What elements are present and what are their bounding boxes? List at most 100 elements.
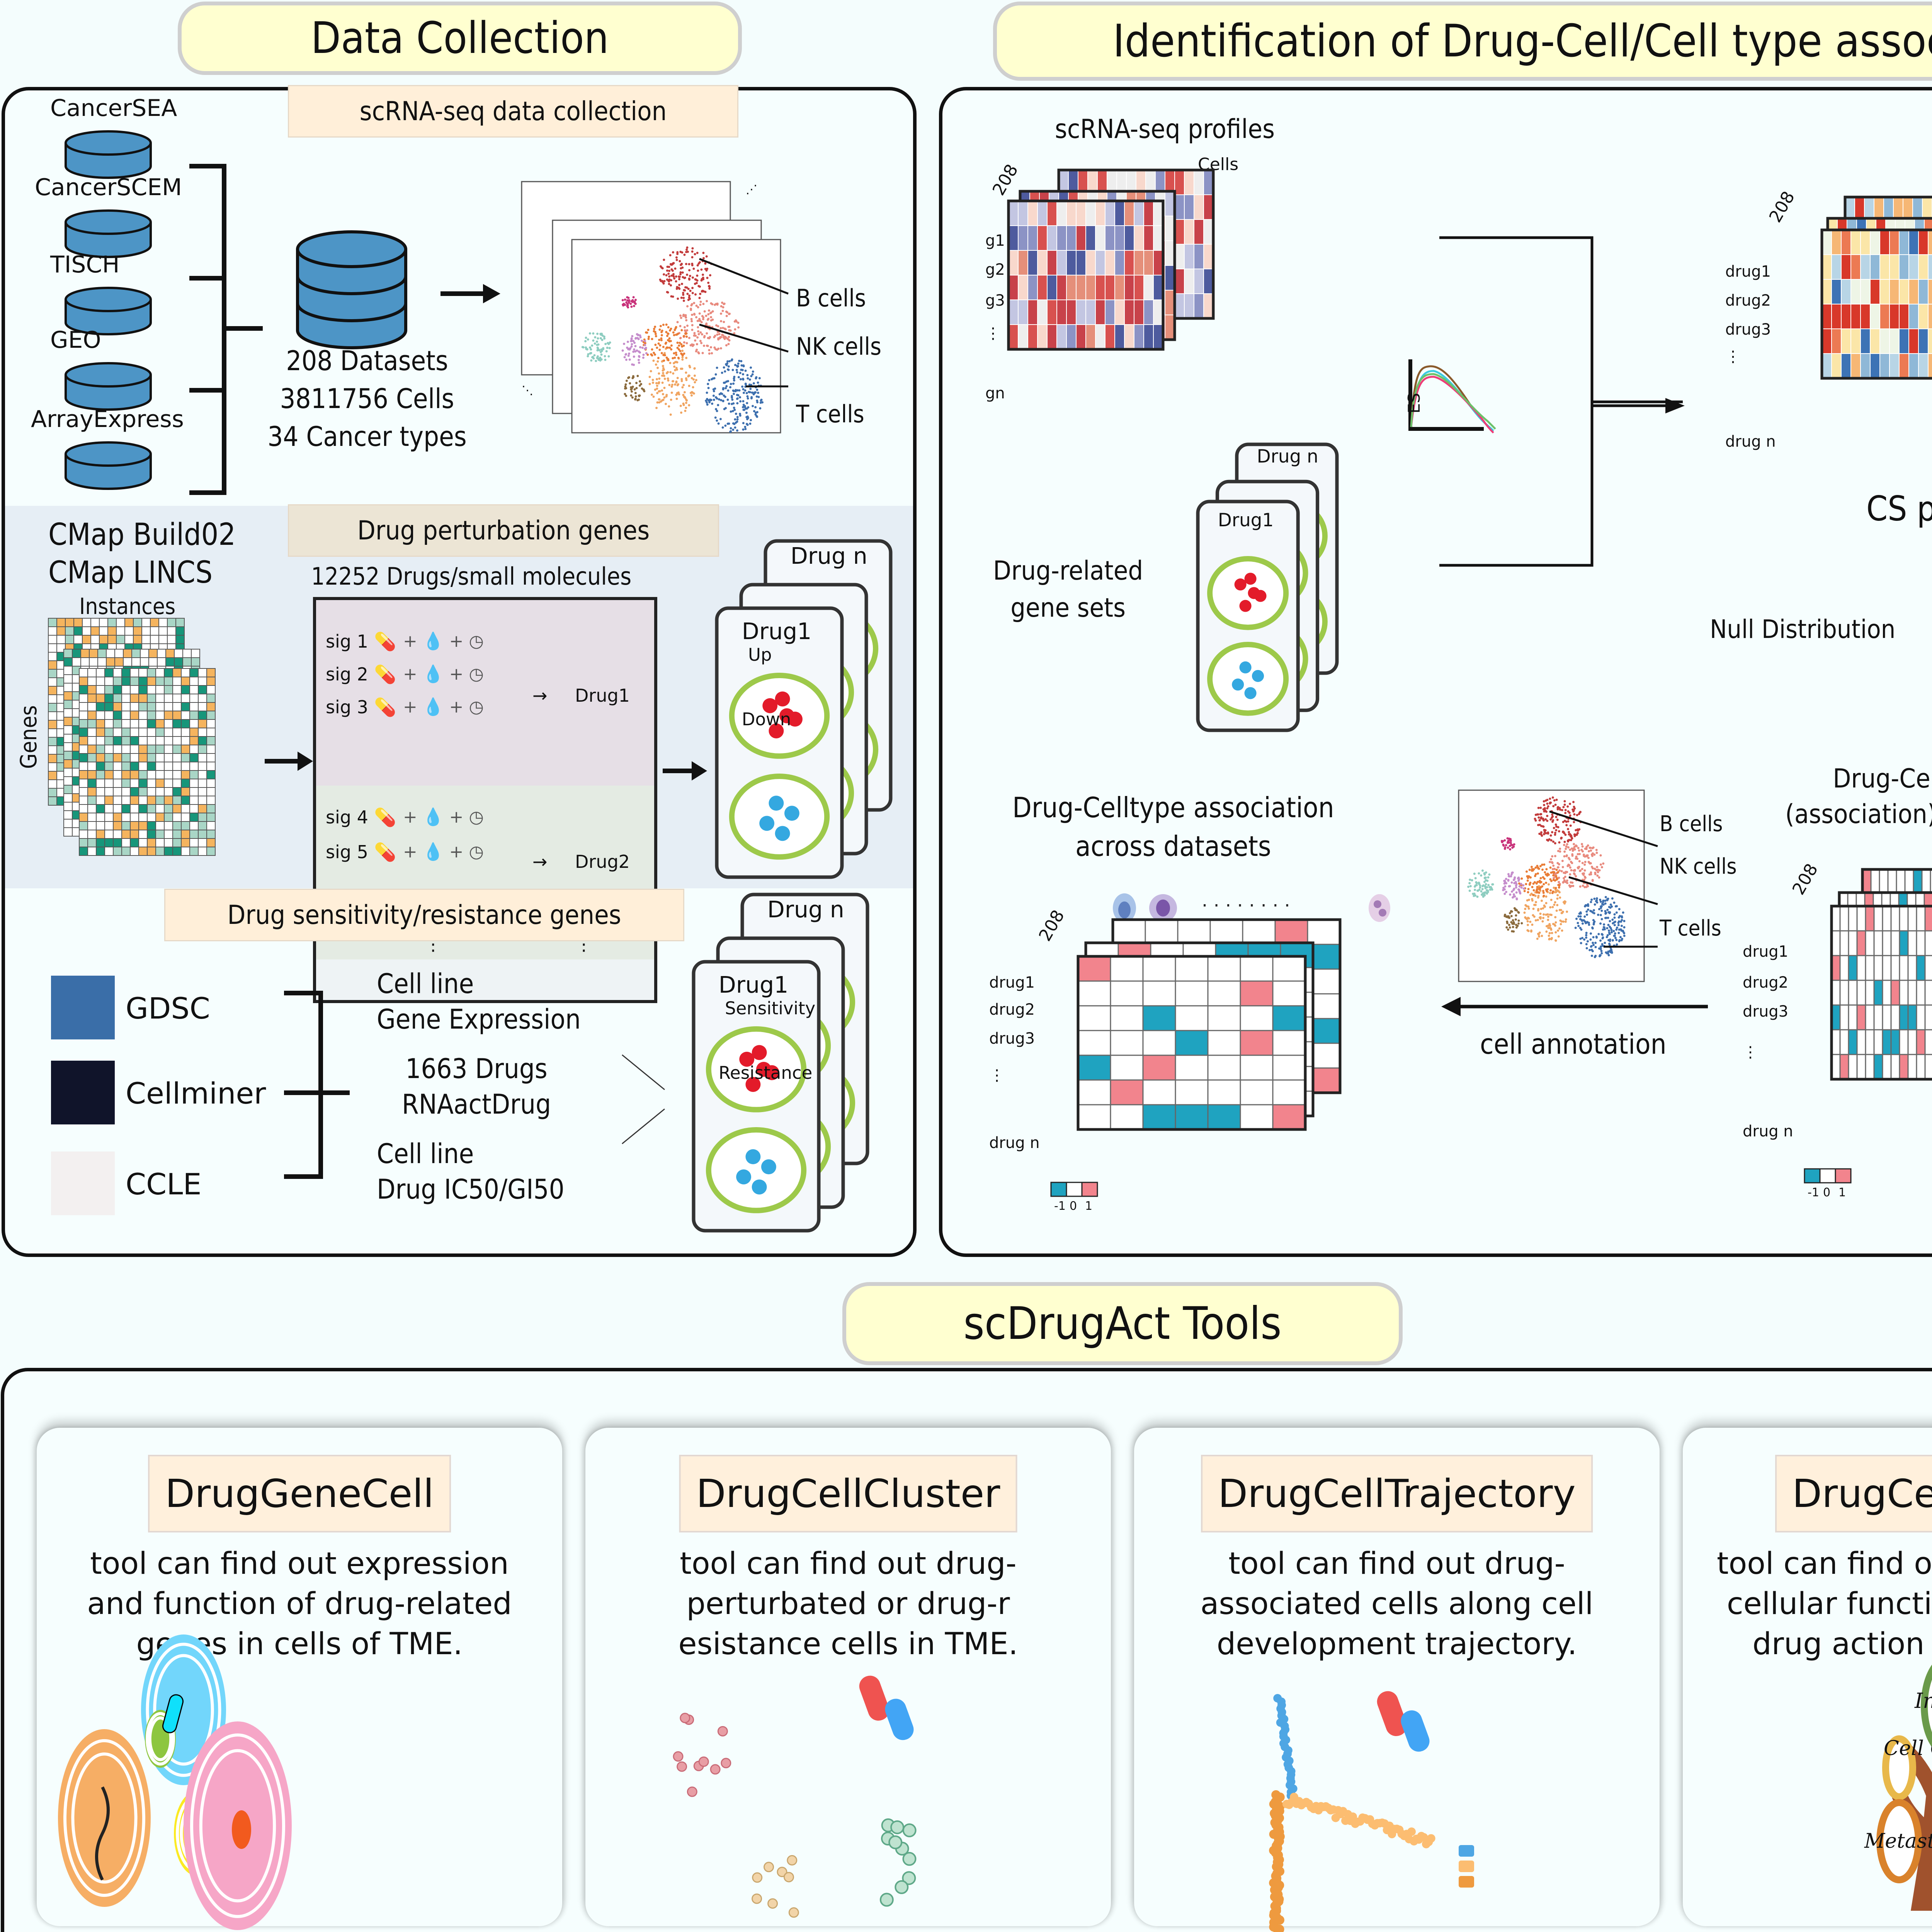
tsne-point [1596, 874, 1599, 877]
tsne-point [711, 402, 714, 405]
association-cell [1890, 905, 1900, 932]
tsne-point [733, 390, 735, 393]
tsne-point [1579, 918, 1582, 920]
dose-time-icons: + 💧 + ◷ [403, 697, 484, 717]
tsne-point [733, 393, 735, 395]
tsne-point [1588, 949, 1591, 951]
up-gene-icon [1244, 573, 1257, 585]
association-cell [1899, 955, 1909, 981]
tsne-point [682, 394, 685, 396]
heatmap-cell [1899, 254, 1909, 280]
tsne-point [728, 335, 730, 338]
tsne-point [1555, 798, 1558, 801]
tsne-point [662, 345, 665, 348]
tsne-point [1558, 884, 1561, 887]
matrix-cell [73, 626, 83, 636]
matrix-cell [189, 787, 199, 796]
matrix-cell [104, 728, 114, 737]
association-cell [1839, 955, 1849, 981]
drug-card-stack [1196, 442, 1339, 732]
matrix-cell [147, 745, 156, 754]
matrix-cell [121, 694, 131, 703]
tsne-point [600, 353, 603, 356]
matrix-cell [148, 649, 158, 658]
heatmap-cell [1066, 201, 1077, 226]
tsne-point [722, 387, 724, 389]
arrow-right-icon [1592, 398, 1685, 413]
matrix-cell [198, 677, 207, 686]
identification-title: Identification of Drug-Cell/Cell type as… [993, 2, 1932, 81]
tsne-point [1574, 927, 1577, 929]
heatmap-cell [1879, 279, 1890, 304]
tsne-point [648, 383, 651, 385]
matrix-cell [172, 813, 182, 822]
tsne-point [696, 274, 699, 277]
tsne-point [673, 356, 676, 359]
tsne-point [597, 349, 600, 351]
matrix-cell [130, 694, 139, 703]
heatmap-cell [1047, 324, 1057, 350]
association-cell [1240, 1079, 1274, 1105]
tsne-point [727, 389, 730, 392]
tsne-point [631, 396, 634, 399]
tsne-point [719, 336, 721, 338]
heatmap-cell [1124, 299, 1134, 325]
matrix-cell [104, 779, 114, 788]
tsne-point [675, 280, 677, 283]
down-gene-icon [775, 826, 790, 841]
legend-tick: 0 [1823, 1186, 1831, 1199]
matrix-cell [121, 847, 131, 856]
heatmap-cell [1114, 275, 1125, 300]
tsne-point [731, 398, 734, 401]
tsne-point [682, 299, 685, 302]
matrix-cell [48, 762, 57, 772]
tsne-point [1571, 853, 1574, 855]
association-cell [1848, 980, 1858, 1006]
matrix-cell [138, 838, 148, 847]
tsne-point [1549, 861, 1551, 863]
tsne-point [1531, 869, 1534, 872]
tsne-point [731, 369, 734, 371]
association-cell [1890, 955, 1900, 981]
drug-related-line2: gene sets [1010, 593, 1126, 623]
tsne-point [1606, 927, 1609, 930]
heatmap-cell [1889, 279, 1900, 304]
heatmap-cell [1879, 353, 1890, 379]
celltype-title-line2: across datasets [1075, 830, 1271, 862]
tsne-point [683, 352, 685, 355]
cell-nucleus-icon [232, 1810, 251, 1849]
tsne-point [596, 344, 599, 346]
association-cell [1916, 980, 1926, 1006]
matrix-cell [87, 838, 97, 847]
heatmap-cell [1047, 225, 1057, 251]
tsne-point [1501, 840, 1503, 843]
tsne-point [1595, 897, 1598, 900]
tsne-point [1541, 920, 1544, 923]
tsne-point [685, 251, 687, 253]
tsne-point [1485, 889, 1488, 892]
matrix-cell [82, 635, 91, 644]
matrix-cell [96, 677, 105, 686]
heatmap-cell [1027, 201, 1038, 226]
matrix-cell [155, 745, 165, 754]
tsne-point [1527, 888, 1530, 890]
association-cell [1272, 956, 1306, 982]
tsne-point [1491, 888, 1493, 891]
association-cell [1142, 1005, 1176, 1031]
tool-card-drugcellfuction[interactable]: DrugCellFuctiontool can find out the imp… [1683, 1428, 1932, 1926]
tsne-point [606, 347, 609, 349]
matrix-cell [48, 669, 57, 678]
tsne-point [1573, 806, 1575, 808]
tsne-point [711, 352, 713, 355]
tsne-point [680, 316, 682, 319]
matrix-cell [157, 649, 166, 658]
matrix-cell [206, 668, 216, 677]
matrix-cell [97, 657, 107, 667]
tsne-point [1553, 799, 1556, 802]
tsne-point [1622, 911, 1624, 914]
gene-dot [736, 1169, 752, 1185]
tsne-point [697, 285, 700, 287]
